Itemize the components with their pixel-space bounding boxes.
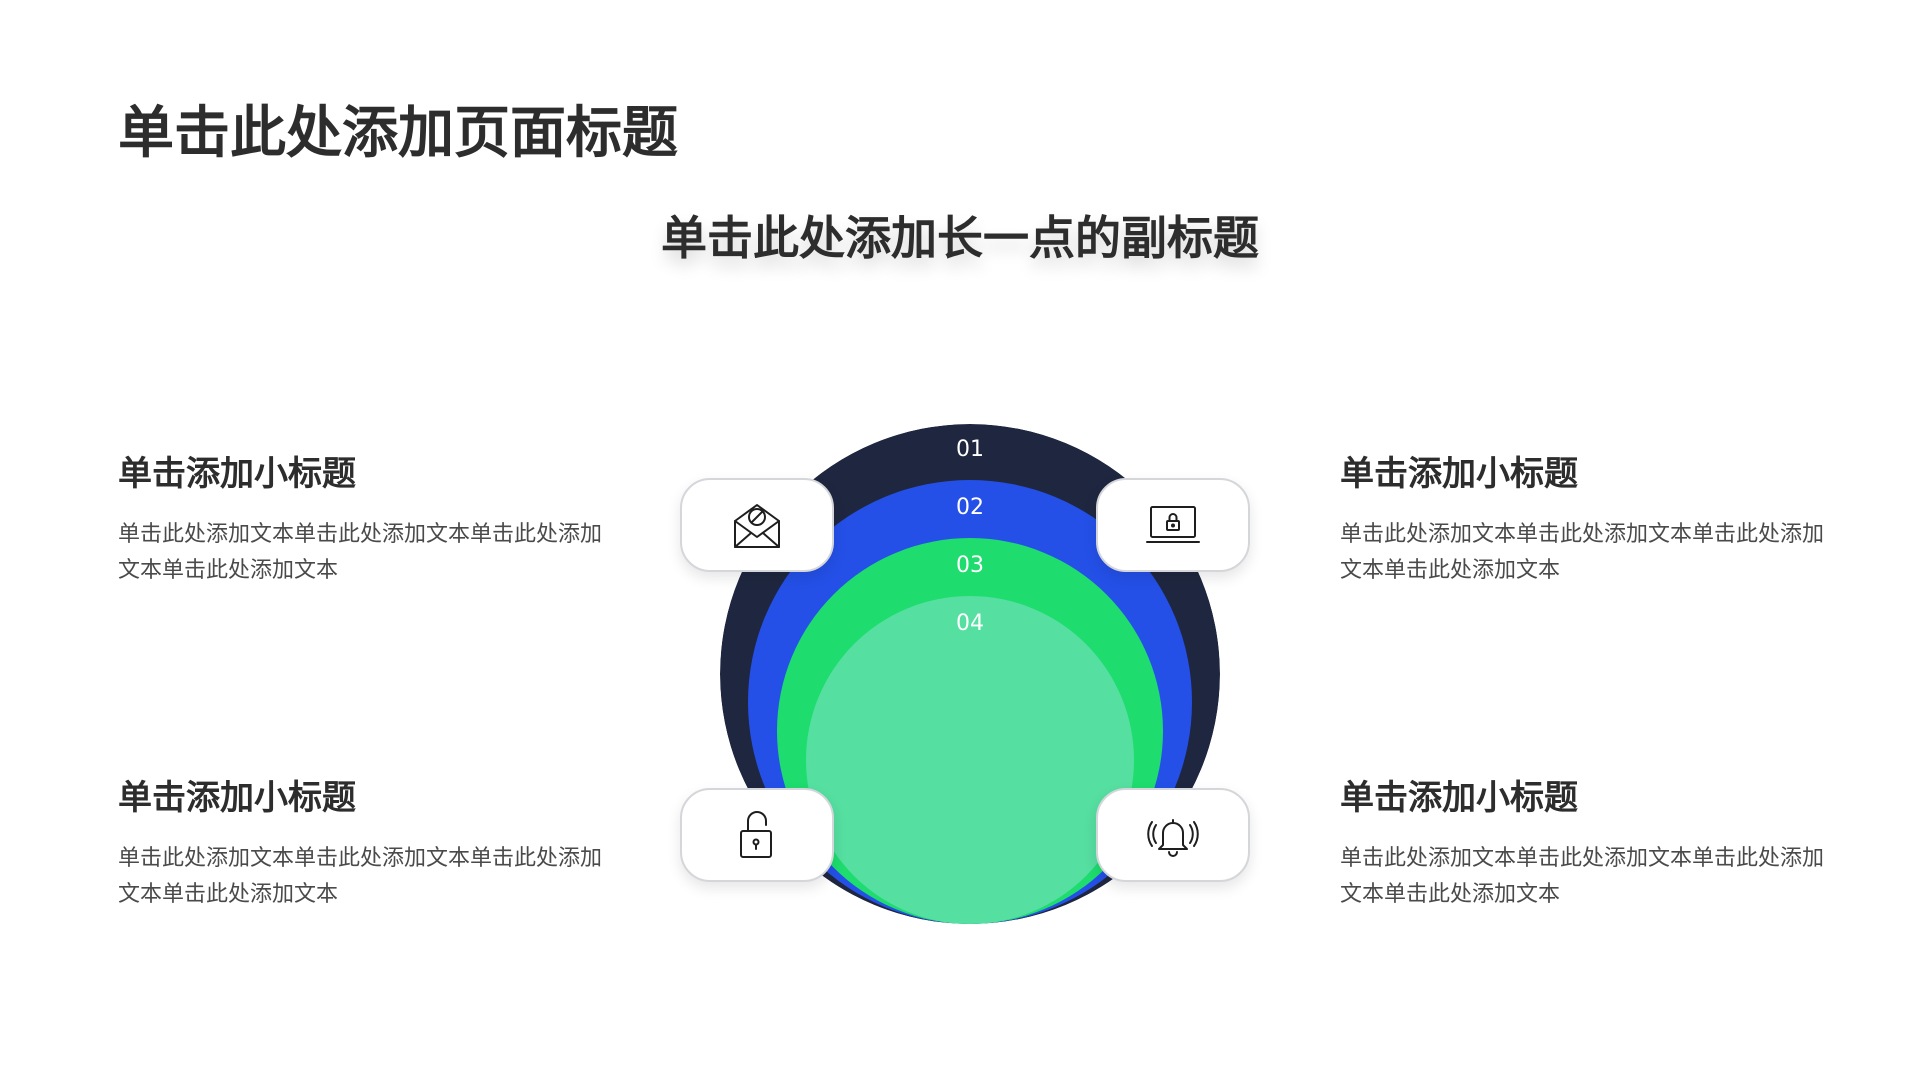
layer-label-04: 04 [956,611,984,636]
icon-card-mail [680,478,834,572]
block-text: 单击此处添加文本单击此处添加文本单击此处添加文本单击此处添加文本 [1340,522,1825,583]
icon-card-laptop [1096,478,1250,572]
layer-label-02: 02 [956,495,984,520]
text-block-bottom-right: 单击添加小标题 单击此处添加文本单击此处添加文本单击此处添加文本单击此处添加文本 [1340,770,1840,913]
blocked-mail-icon [734,504,780,548]
block-heading: 单击添加小标题 [1340,778,1578,818]
ringing-bell-icon [1147,819,1199,857]
icon-card-bell [1096,788,1250,882]
block-heading: 单击添加小标题 [118,454,356,494]
block-text: 单击此处添加文本单击此处添加文本单击此处添加文本单击此处添加文本 [118,846,603,907]
text-block-top-left: 单击添加小标题 单击此处添加文本单击此处添加文本单击此处添加文本单击此处添加文本 [118,446,618,589]
text-block-bottom-left: 单击添加小标题 单击此处添加文本单击此处添加文本单击此处添加文本单击此处添加文本 [118,770,618,913]
block-heading: 单击添加小标题 [1340,454,1578,494]
block-heading: 单击添加小标题 [118,778,356,818]
layer-circle-04 [806,596,1134,924]
icon-card-unlock [680,788,834,882]
laptop-lock-icon [1146,506,1200,543]
text-block-top-right: 单击添加小标题 单击此处添加文本单击此处添加文本单击此处添加文本单击此处添加文本 [1340,446,1840,589]
block-text: 单击此处添加文本单击此处添加文本单击此处添加文本单击此处添加文本 [118,522,603,583]
block-text: 单击此处添加文本单击此处添加文本单击此处添加文本单击此处添加文本 [1340,846,1825,907]
layer-label-01: 01 [956,437,984,462]
layer-label-03: 03 [956,553,984,578]
unlock-icon [740,811,772,858]
page-title: 单击此处添加页面标题 [118,101,678,166]
page-subtitle: 单击此处添加长一点的副标题 [661,211,1259,265]
